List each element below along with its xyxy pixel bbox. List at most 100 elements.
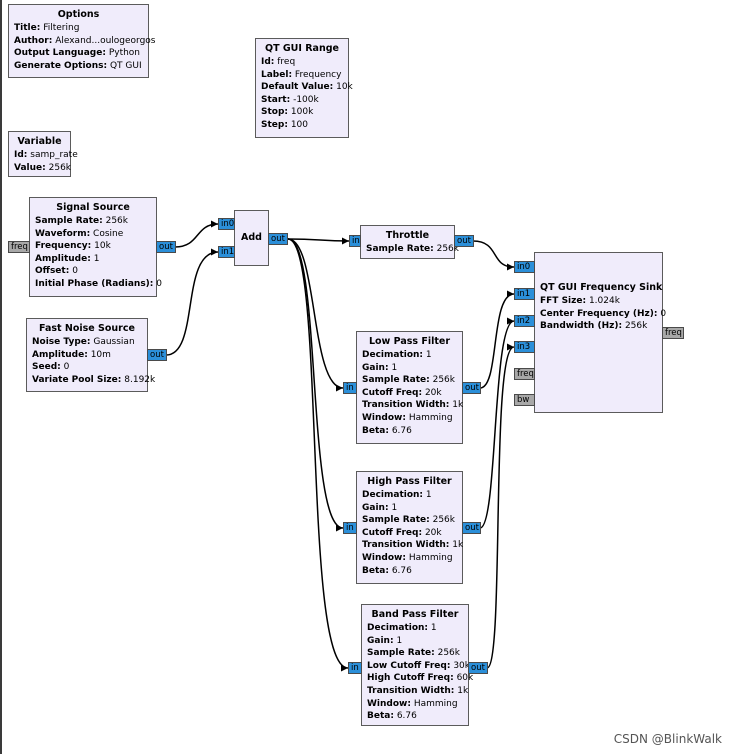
wire-add-to-throttle <box>287 238 350 242</box>
block-prop: Decimation: 1 <box>362 350 432 360</box>
block-prop: Amplitude: 1 <box>35 253 100 264</box>
variable-block[interactable]: Variable Id: samp_rate Value: 256k <box>8 131 78 177</box>
high-pass-filter-block[interactable]: High Pass Filter Decimation: 1 Gain: 1 S… <box>356 471 463 584</box>
block-prop: Decimation: 1 <box>367 623 437 633</box>
throttle-out-port[interactable]: out <box>454 235 474 247</box>
wire-signal-to-add-in0 <box>174 223 219 248</box>
block-title: Throttle <box>385 230 430 241</box>
block-prop: Title: Filtering <box>14 23 80 33</box>
block-title: Band Pass Filter <box>371 609 459 620</box>
block-prop: Cutoff Freq: 20k <box>362 387 442 398</box>
block-prop: High Cutoff Freq: 60k <box>367 673 474 684</box>
block-prop: Step: 100 <box>261 119 308 130</box>
block-prop: Beta: 6.76 <box>362 425 412 436</box>
options-block[interactable]: Options Title: Filtering Author: Alexand… <box>8 4 156 78</box>
block-prop: Variate Pool Size: 8.192k <box>32 374 156 385</box>
fast-noise-source-block[interactable]: Fast Noise Source Noise Type: Gaussian A… <box>26 318 156 392</box>
watermark: CSDN @BlinkWalk <box>613 732 722 746</box>
lpf-out-port[interactable]: out <box>462 382 481 394</box>
signal-source-block[interactable]: Signal Source Sample Rate: 256k Waveform… <box>29 197 162 297</box>
wire-noise-to-add-in1 <box>165 251 219 356</box>
arrow-add-in1 <box>211 248 218 256</box>
block-title: Variable <box>17 136 62 147</box>
qt-gui-frequency-sink-block[interactable]: QT GUI Frequency Sink FFT Size: 1.024k C… <box>534 252 666 413</box>
block-title: Fast Noise Source <box>39 323 135 334</box>
block-prop: Frequency: 10k <box>35 241 111 252</box>
block-title: QT GUI Frequency Sink <box>540 282 663 293</box>
add-in0-port[interactable]: in0 <box>218 218 235 230</box>
block-prop: Transition Width: 1k <box>367 685 469 696</box>
block-prop: Label: Frequency <box>261 69 342 80</box>
throttle-in-port[interactable]: in <box>349 235 361 247</box>
bpf-in-port[interactable]: in <box>348 662 362 674</box>
arrow-sink-in1 <box>507 290 514 298</box>
block-prop: Sample Rate: 256k <box>367 648 460 659</box>
block-prop: Beta: 6.76 <box>367 711 417 722</box>
block-prop: Start: -100k <box>261 94 319 105</box>
sink-in2-port[interactable]: in2 <box>514 315 535 327</box>
sink-freq-out-port[interactable]: freq <box>662 327 684 339</box>
block-title: High Pass Filter <box>367 476 452 487</box>
add-in1-port[interactable]: in1 <box>218 246 235 258</box>
block-prop: Initial Phase (Radians): 0 <box>35 278 162 289</box>
block-prop: Low Cutoff Freq: 30k <box>367 660 470 671</box>
block-prop: Amplitude: 10m <box>32 349 111 360</box>
block-title: QT GUI Range <box>265 43 339 54</box>
arrow-sink-in0 <box>507 263 514 271</box>
lpf-in-port[interactable]: in <box>343 382 357 394</box>
sink-in3-port[interactable]: in3 <box>514 341 535 353</box>
block-prop: Sample Rate: 256k <box>362 515 455 526</box>
block-prop: Id: freq <box>261 57 296 67</box>
throttle-block[interactable]: Throttle Sample Rate: 256k <box>360 225 459 259</box>
block-prop: Window: Hamming <box>362 552 453 563</box>
low-pass-filter-block[interactable]: Low Pass Filter Decimation: 1 Gain: 1 Sa… <box>356 331 463 444</box>
add-out-port[interactable]: out <box>268 233 288 245</box>
block-title: Add <box>241 232 262 243</box>
arrow-add-in0 <box>211 220 218 228</box>
canvas-left-border <box>0 0 2 754</box>
block-prop: Transition Width: 1k <box>362 400 464 411</box>
block-prop: Gain: 1 <box>362 502 398 513</box>
arrow-sink-in2 <box>507 317 514 325</box>
block-prop: Offset: 0 <box>35 266 78 277</box>
block-prop: Bandwidth (Hz): 256k <box>540 321 648 332</box>
wire-bpf-to-sink-in3 <box>486 346 515 669</box>
block-prop: Transition Width: 1k <box>362 540 464 551</box>
block-title: Signal Source <box>56 202 130 213</box>
sink-bw-port[interactable]: bw <box>514 394 535 406</box>
block-prop: Stop: 100k <box>261 107 314 118</box>
block-prop: Decimation: 1 <box>362 490 432 500</box>
arrow-bpf-in <box>341 664 348 672</box>
hpf-out-port[interactable]: out <box>462 522 481 534</box>
block-prop: Gain: 1 <box>367 635 403 646</box>
wire-add-to-bpf <box>287 238 349 669</box>
block-prop: Seed: 0 <box>32 362 70 373</box>
block-prop: Cutoff Freq: 20k <box>362 527 442 538</box>
band-pass-filter-block[interactable]: Band Pass Filter Decimation: 1 Gain: 1 S… <box>361 604 474 726</box>
block-title: Options <box>57 9 100 20</box>
bpf-out-port[interactable]: out <box>468 662 488 674</box>
block-prop: Default Value: 10k <box>261 82 353 93</box>
block-prop: Author: Alexand...oulogeorgos <box>14 35 156 46</box>
hpf-in-port[interactable]: in <box>343 522 357 534</box>
signal-source-out-port[interactable]: out <box>156 241 176 253</box>
wire-hpf-to-sink-in2 <box>479 320 515 529</box>
wire-add-to-lpf <box>287 238 344 389</box>
block-prop: Beta: 6.76 <box>362 565 412 576</box>
wire-add-to-hpf <box>287 238 344 529</box>
wire-throttle-to-sink-in0 <box>472 240 515 268</box>
add-block[interactable]: Add <box>234 210 269 266</box>
qt-gui-range-block[interactable]: QT GUI Range Id: freq Label: Frequency D… <box>255 38 353 138</box>
arrow-throttle-in <box>342 237 349 245</box>
sink-freq-in-port[interactable]: freq <box>514 368 535 380</box>
signal-source-freq-port[interactable]: freq <box>8 241 30 253</box>
block-prop: Generate Options: QT GUI <box>14 60 142 71</box>
noise-out-port[interactable]: out <box>147 349 167 361</box>
arrow-sink-in3 <box>507 343 514 351</box>
sink-in1-port[interactable]: in1 <box>514 288 535 300</box>
arrow-hpf-in <box>336 524 343 532</box>
block-prop: Sample Rate: 256k <box>35 216 128 226</box>
sink-in0-port[interactable]: in0 <box>514 261 535 273</box>
